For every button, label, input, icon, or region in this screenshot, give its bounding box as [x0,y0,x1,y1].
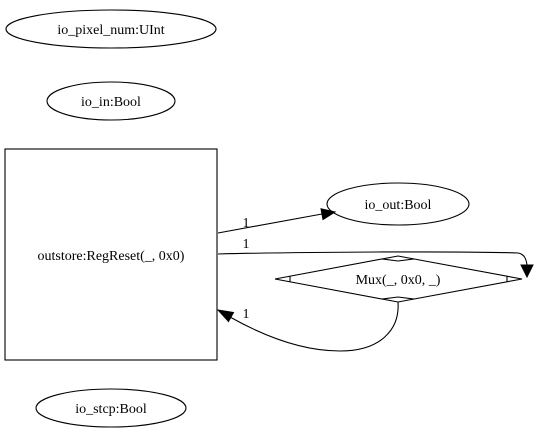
edge-mux-to-outstore-line [229,301,399,352]
node-io-in-ellipse [46,81,176,121]
node-io-pixel-num-ellipse [5,9,217,49]
edge-outstore-to-io-out: 1 [217,208,337,234]
node-mux-mark-top [381,258,415,262]
node-outstore-label: outstore:RegReset(_, 0x0) [38,249,185,264]
node-io-in-label: io_in:Bool [81,95,141,110]
node-mux: Mux(_, 0x0, _) [274,255,523,303]
edge-mux-to-outstore-label: 1 [243,307,250,322]
edge-outstore-to-mux: 1 [217,237,534,279]
node-io-stcp: io_stcp:Bool [35,388,187,428]
node-io-out-label: io_out:Bool [365,198,432,213]
edge-mux-to-outstore-arrow [216,309,235,323]
node-io-pixel-num: io_pixel_num:UInt [5,9,217,49]
node-outstore-box [4,148,218,361]
node-outstore: outstore:RegReset(_, 0x0) [4,148,218,361]
node-io-pixel-num-label: io_pixel_num:UInt [57,23,164,38]
edge-outstore-to-mux-label: 1 [243,237,250,252]
edge-outstore-to-io-out-arrow [320,208,337,221]
node-io-out-ellipse [326,182,470,226]
edge-outstore-to-io-out-line [217,213,323,234]
edge-outstore-to-mux-arrow [520,264,534,279]
node-mux-mark-bottom [381,296,415,300]
node-io-in: io_in:Bool [46,81,176,121]
node-mux-label: Mux(_, 0x0, _) [356,273,441,288]
node-io-stcp-label: io_stcp:Bool [75,402,147,417]
node-io-stcp-ellipse [35,388,187,428]
edge-outstore-to-io-out-label: 1 [243,216,250,231]
edge-outstore-to-mux-line [217,251,528,266]
node-io-out: io_out:Bool [326,182,470,226]
edge-mux-to-outstore: 1 [216,301,399,352]
